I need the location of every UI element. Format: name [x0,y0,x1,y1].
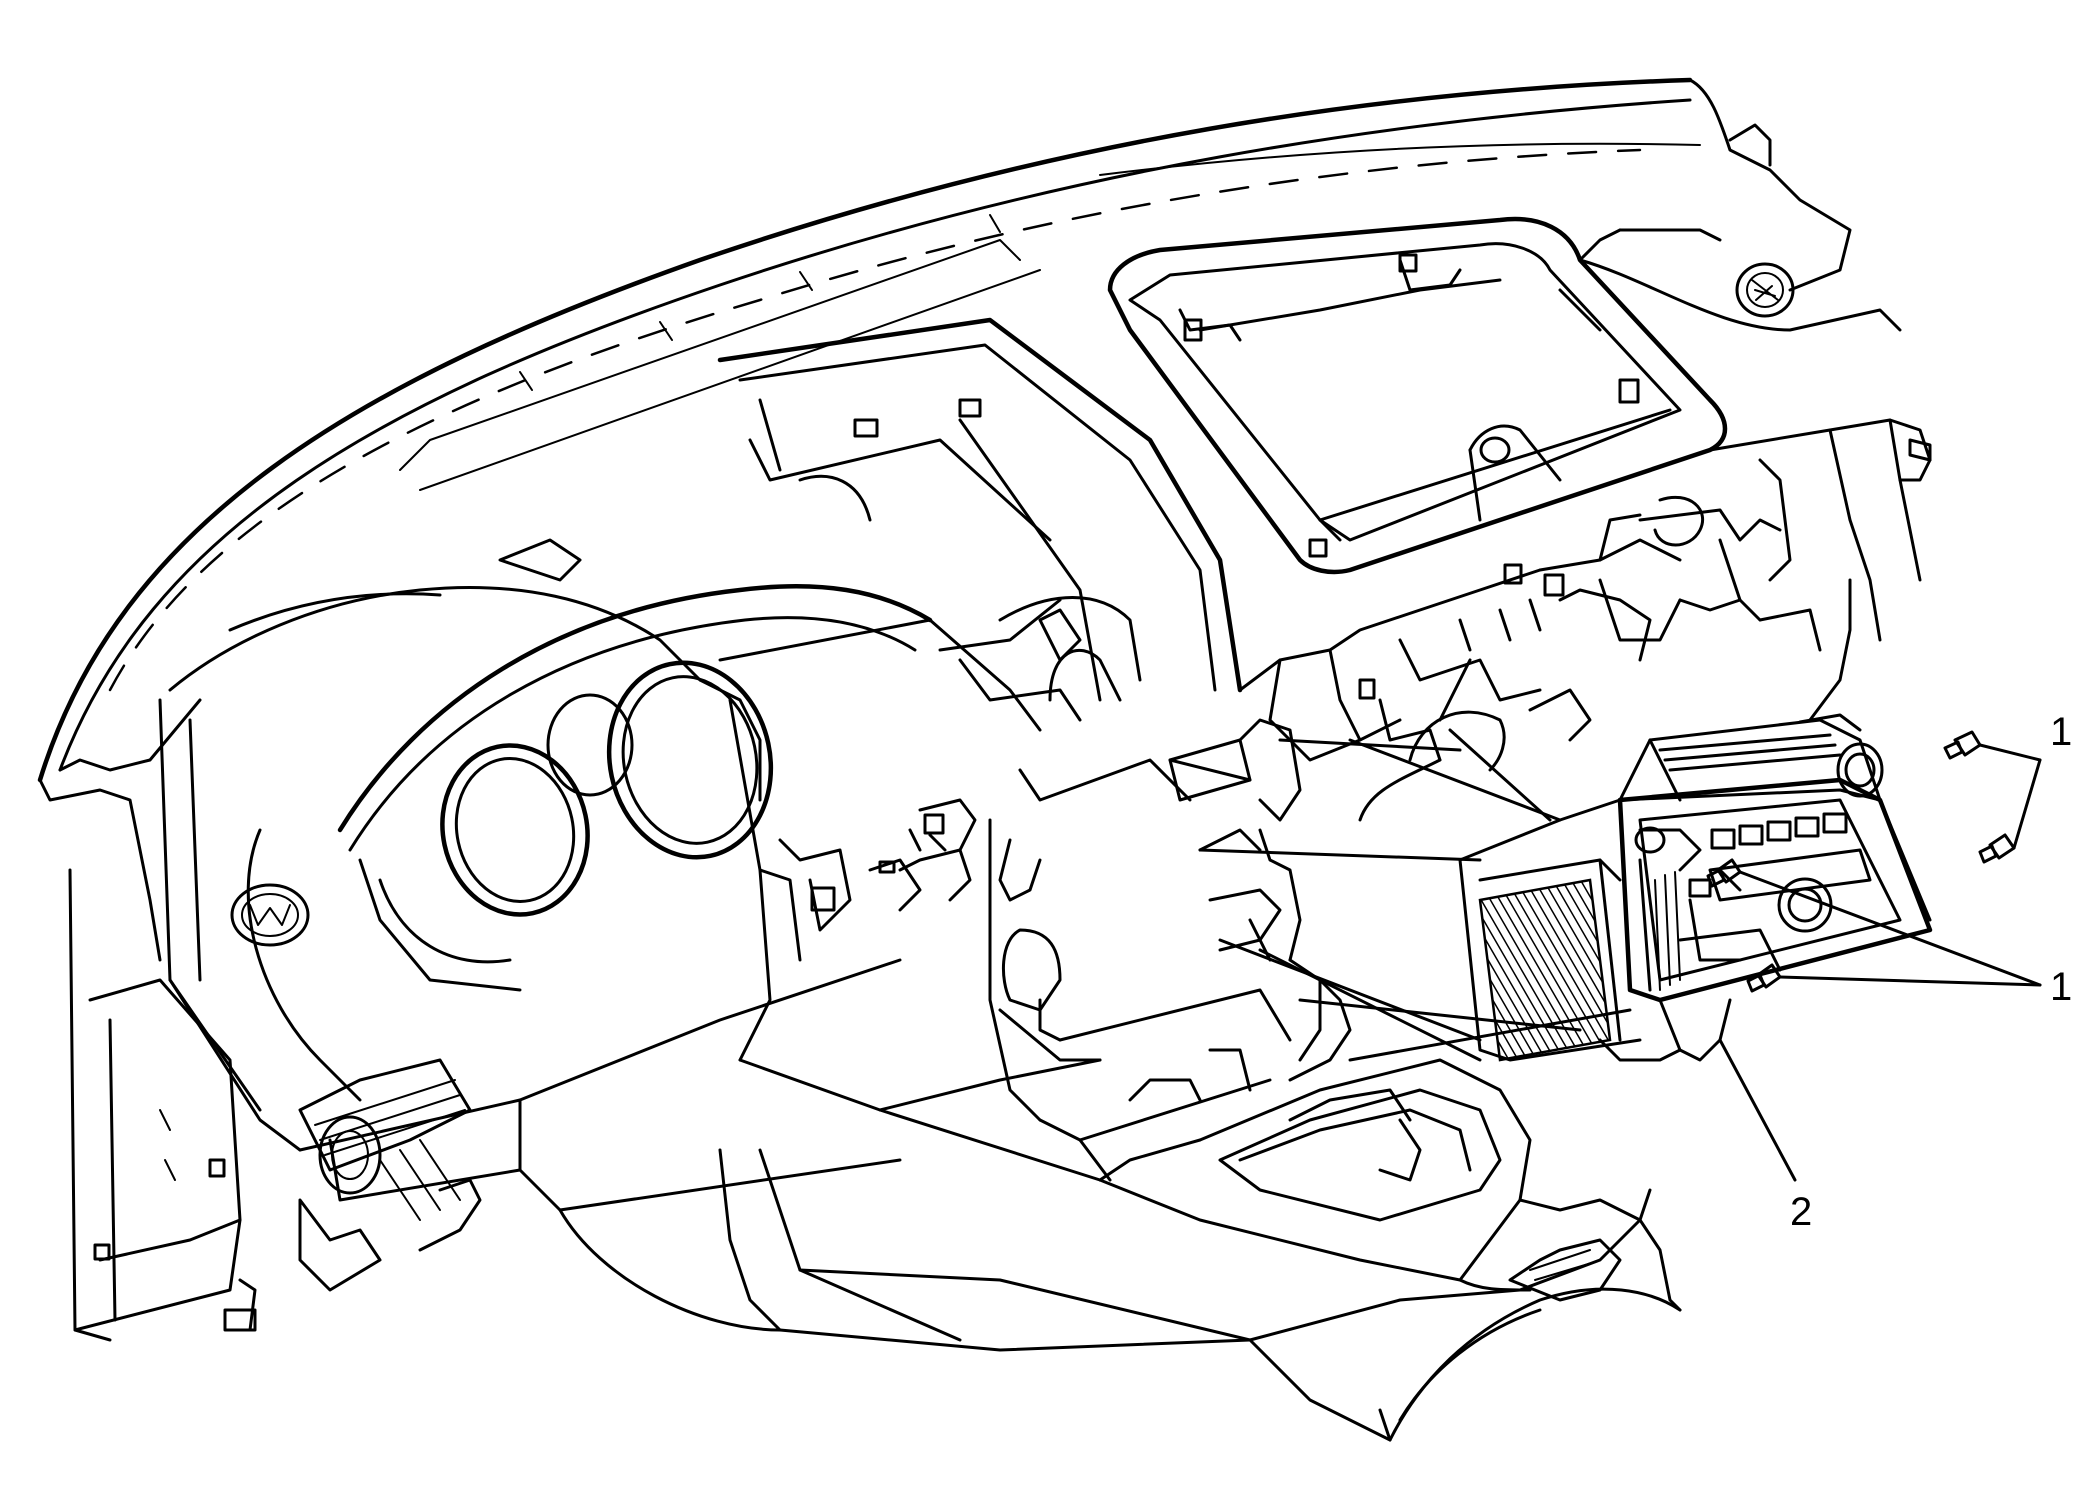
screw-top-2 [1978,833,2016,864]
radio-assembly [1458,713,1933,1062]
callout-1-mid: 1 [2050,965,2072,1009]
screw-top-1 [1943,730,1982,760]
callout-2: 2 [1790,1190,1812,1234]
floor-console [718,1058,1682,1442]
right-air-vent [1735,262,1795,318]
upper-storage-bin [1107,216,1728,575]
logo-left [230,883,310,947]
callout-leaders [1718,743,2042,1182]
instrument-panel [37,77,1932,1442]
radio-faceplate [1617,742,1933,1062]
center-stack-opening [717,317,1243,802]
callout-1-top: 1 [2050,710,2072,754]
instrument-cluster [358,660,774,992]
screw-mid-2 [1746,963,1782,993]
left-air-vent [298,1058,482,1292]
radio-screws [1706,730,2016,993]
